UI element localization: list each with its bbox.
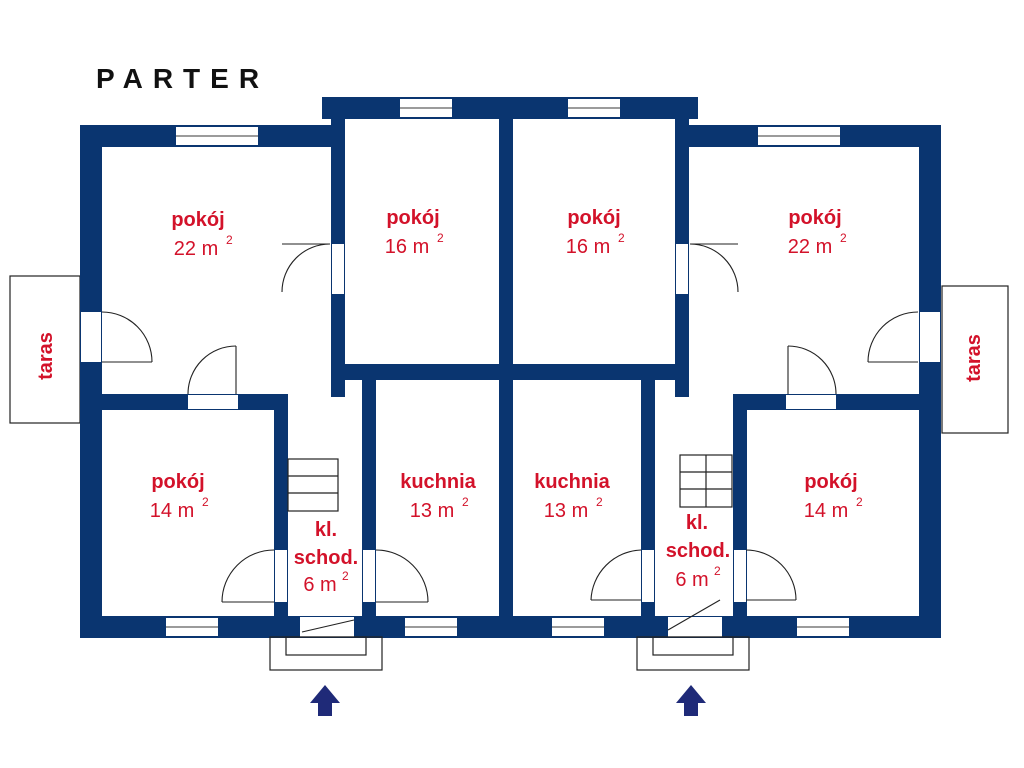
- room-label: pokój 16 m 2: [385, 207, 444, 258]
- svg-text:2: 2: [840, 231, 847, 245]
- svg-text:16 m: 16 m: [566, 236, 610, 258]
- walls: [80, 97, 941, 638]
- entrance-steps: [269, 636, 750, 671]
- room-label: kuchnia 13 m 2: [400, 471, 476, 522]
- room-label: pokój 14 m 2: [804, 471, 863, 522]
- stairs-left: [287, 458, 339, 512]
- svg-text:2: 2: [342, 569, 349, 583]
- svg-text:2: 2: [856, 495, 863, 509]
- room-label: kuchnia 13 m 2: [534, 471, 610, 522]
- terrace-label: taras: [963, 334, 985, 382]
- svg-text:kuchnia: kuchnia: [400, 471, 476, 493]
- svg-text:2: 2: [437, 231, 444, 245]
- svg-text:13 m: 13 m: [410, 500, 454, 522]
- svg-text:22 m: 22 m: [788, 236, 832, 258]
- svg-text:pokój: pokój: [151, 471, 204, 493]
- room-label: kl. schod. 6 m 2: [294, 519, 358, 596]
- svg-text:2: 2: [618, 231, 625, 245]
- svg-text:2: 2: [202, 495, 209, 509]
- terrace-right-outline: [941, 285, 1009, 434]
- svg-text:14 m: 14 m: [150, 500, 194, 522]
- door-openings: [81, 244, 940, 637]
- room-label: pokój 16 m 2: [566, 207, 625, 258]
- svg-text:2: 2: [462, 495, 469, 509]
- plan-title: PARTER: [96, 63, 269, 94]
- room-label: pokój 22 m 2: [171, 209, 233, 260]
- svg-text:kl.: kl.: [686, 512, 708, 534]
- svg-text:2: 2: [226, 233, 233, 247]
- svg-text:16 m: 16 m: [385, 236, 429, 258]
- svg-text:6 m: 6 m: [303, 574, 336, 596]
- svg-text:kuchnia: kuchnia: [534, 471, 610, 493]
- svg-text:6 m: 6 m: [675, 569, 708, 591]
- svg-text:pokój: pokój: [567, 207, 620, 229]
- stairs-right: [679, 454, 733, 508]
- svg-text:22 m: 22 m: [174, 238, 218, 260]
- windows: [166, 99, 849, 636]
- entrance-arrow-icon: [310, 685, 340, 716]
- door-swings: [101, 243, 919, 633]
- svg-text:pokój: pokój: [171, 209, 224, 231]
- svg-text:pokój: pokój: [386, 207, 439, 229]
- svg-text:pokój: pokój: [804, 471, 857, 493]
- svg-text:2: 2: [714, 564, 721, 578]
- entrance-arrow-icon: [676, 685, 706, 716]
- svg-text:2: 2: [596, 495, 603, 509]
- terrace-label: taras: [35, 332, 57, 380]
- svg-text:pokój: pokój: [788, 207, 841, 229]
- svg-text:14 m: 14 m: [804, 500, 848, 522]
- room-label: pokój 22 m 2: [788, 207, 847, 258]
- svg-text:schod.: schod.: [666, 540, 730, 562]
- svg-text:kl.: kl.: [315, 519, 337, 541]
- room-label: pokój 14 m 2: [150, 471, 209, 522]
- room-labels: pokój 22 m 2 pokój 16 m 2 pokój 16 m 2 p…: [150, 207, 863, 596]
- svg-text:13 m: 13 m: [544, 500, 588, 522]
- room-label: kl. schod. 6 m 2: [666, 512, 730, 591]
- svg-text:schod.: schod.: [294, 547, 358, 569]
